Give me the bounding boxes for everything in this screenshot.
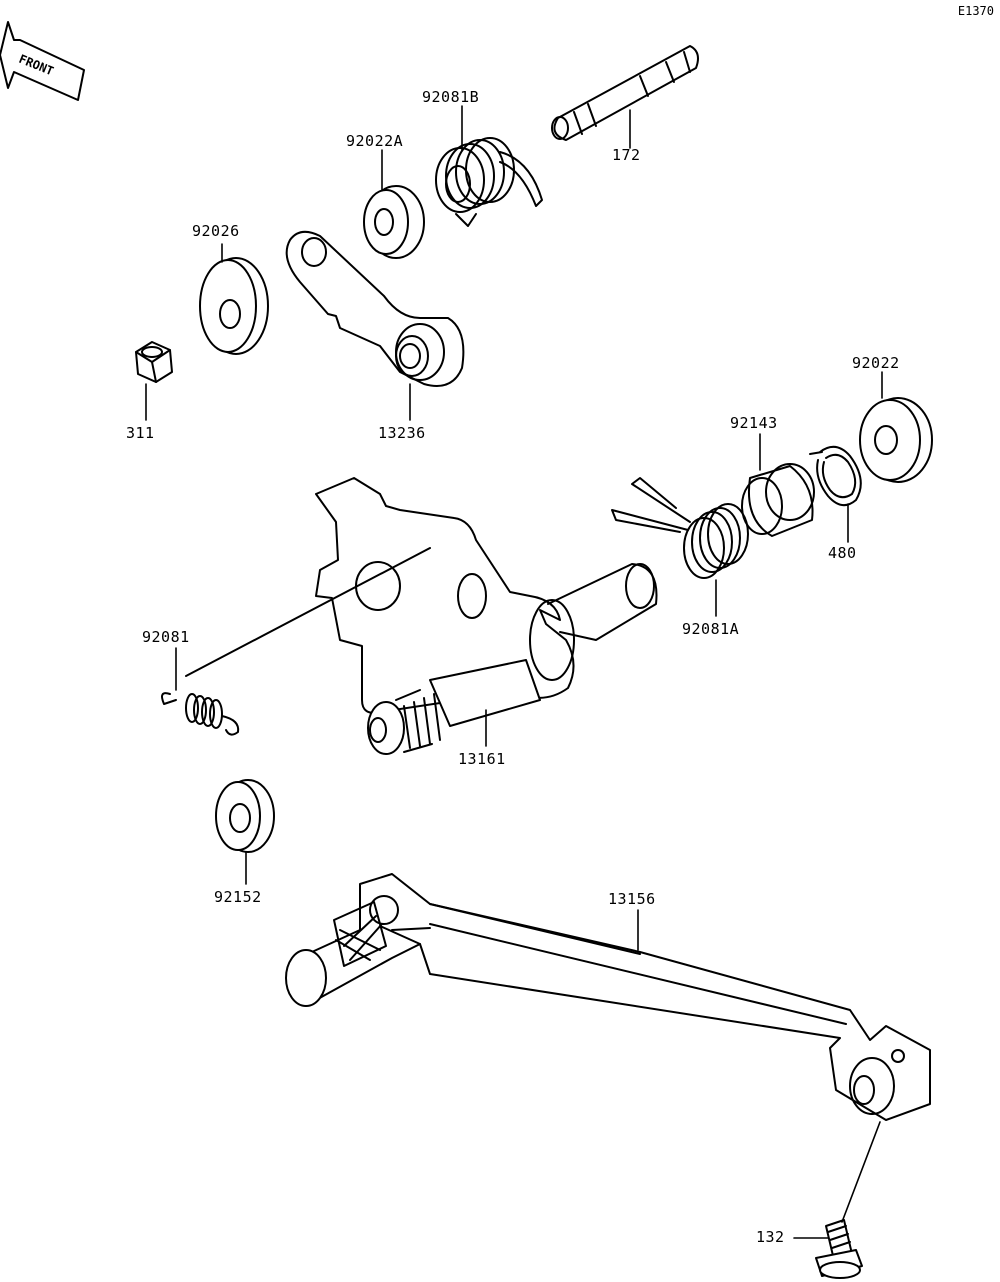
part-label-13161: 13161 [458, 750, 506, 768]
leader-lines [145, 105, 883, 1239]
washer-92026-icon [199, 257, 269, 355]
arm-13236-icon [285, 230, 465, 387]
spring-92081b-icon [435, 137, 543, 227]
part-label-13236: 13236 [378, 424, 426, 442]
part-label-13156: 13156 [608, 890, 656, 908]
part-label-311: 311 [126, 424, 155, 442]
bolt-132-icon [815, 1219, 863, 1279]
circlip-480-icon [809, 445, 862, 507]
part-label-480: 480 [828, 544, 857, 562]
part-label-92022: 92022 [852, 354, 900, 372]
part-label-92081a: 92081A [682, 620, 740, 638]
part-label-132: 132 [756, 1228, 785, 1246]
spring-92081a-icon [611, 477, 749, 579]
nut-311-icon [135, 341, 173, 383]
part-label-172: 172 [612, 146, 641, 164]
part-label-92026: 92026 [192, 222, 240, 240]
pin-172-icon [551, 45, 699, 141]
front-arrow-icon: FRONT [0, 21, 85, 101]
spring-92081-icon [161, 547, 431, 736]
washer-92022-icon [859, 397, 933, 483]
washer-92152-icon [215, 779, 275, 853]
shaft-13161-icon [315, 477, 658, 755]
part-label-92081: 92081 [142, 628, 190, 646]
part-label-92081b: 92081B [422, 88, 480, 106]
pedal-13156-icon [285, 873, 931, 1121]
washer-92022a-icon [363, 185, 425, 259]
part-label-92022a: 92022A [346, 132, 404, 150]
diagram-code: E1370 [957, 4, 994, 18]
part-label-92143: 92143 [730, 414, 778, 432]
part-label-92152: 92152 [214, 888, 262, 906]
collar-92143-icon [741, 463, 815, 537]
